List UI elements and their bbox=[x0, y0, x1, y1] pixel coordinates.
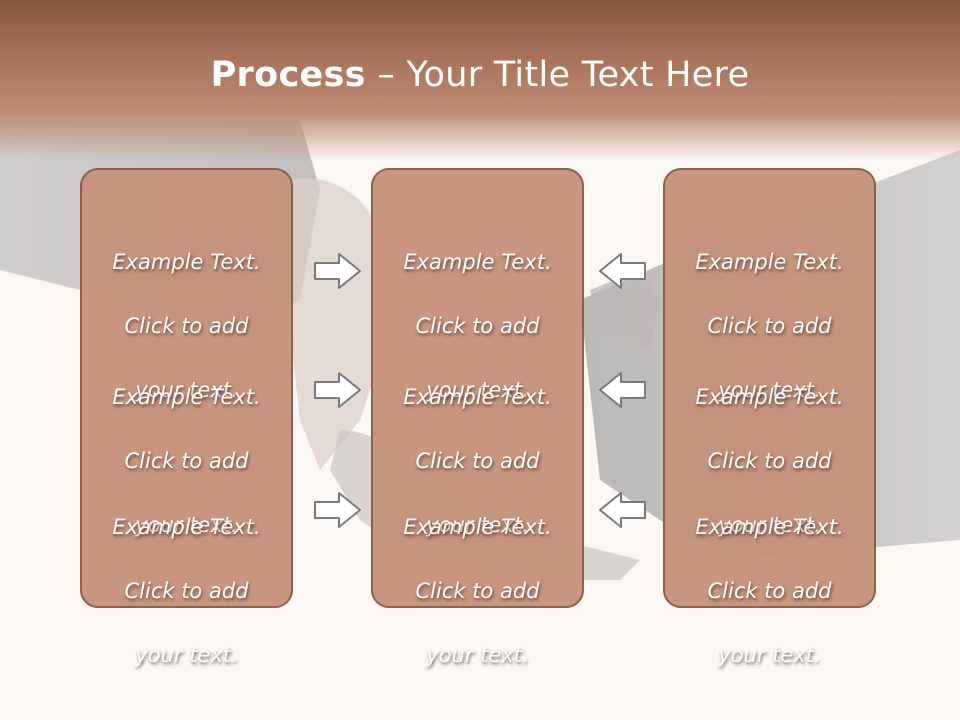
text-placeholder[interactable]: Example Text. Click to add your text. bbox=[665, 214, 874, 438]
text-line: Click to add bbox=[707, 449, 832, 473]
title-bold-part: Process bbox=[210, 55, 366, 95]
text-line: Click to add bbox=[707, 579, 832, 603]
text-line: your text. bbox=[426, 643, 529, 667]
text-line: your text. bbox=[135, 513, 238, 537]
text-line: Click to add bbox=[124, 314, 249, 338]
text-line: Click to add bbox=[707, 314, 832, 338]
title-rest-part: – Your Title Text Here bbox=[365, 55, 750, 95]
right-arrow-icon[interactable] bbox=[313, 370, 363, 410]
right-arrow-icon[interactable] bbox=[313, 251, 363, 291]
text-line: Click to add bbox=[415, 449, 540, 473]
left-arrow-icon[interactable] bbox=[597, 490, 647, 530]
text-line: Example Text. bbox=[695, 515, 844, 539]
left-arrow-icon[interactable] bbox=[597, 251, 647, 291]
text-placeholder[interactable]: Example Text. Click to add your text. bbox=[373, 214, 582, 438]
text-line: Click to add bbox=[124, 579, 249, 603]
right-arrow-icon[interactable] bbox=[313, 490, 363, 530]
process-box-right[interactable]: Example Text. Click to add your text. Ex… bbox=[663, 168, 876, 667]
text-line: Example Text. bbox=[403, 385, 552, 409]
text-line: Example Text. bbox=[403, 515, 552, 539]
title-band bbox=[0, 0, 960, 160]
text-line: your text. bbox=[718, 643, 821, 667]
text-placeholder[interactable]: Example Text. Click to add your text. bbox=[373, 479, 582, 703]
text-line: Example Text. bbox=[112, 515, 261, 539]
text-line: Example Text. bbox=[403, 250, 552, 274]
text-placeholder[interactable]: Example Text. Click to add your text. bbox=[82, 349, 291, 573]
text-placeholder[interactable]: Example Text. Click to add your text. bbox=[82, 214, 291, 438]
text-line: your text. bbox=[718, 378, 821, 402]
text-line: your text. bbox=[426, 513, 529, 537]
text-line: your text. bbox=[135, 378, 238, 402]
process-box-left[interactable]: Example Text. Click to add your text. Ex… bbox=[80, 168, 293, 667]
text-placeholder[interactable]: Example Text. Click to add your text. bbox=[82, 479, 291, 703]
text-line: your text. bbox=[718, 513, 821, 537]
slide-title[interactable]: Process – Your Title Text Here bbox=[0, 52, 960, 98]
text-line: Example Text. bbox=[112, 250, 261, 274]
process-box-center[interactable]: Example Text. Click to add your text. Ex… bbox=[371, 168, 584, 667]
text-placeholder[interactable]: Example Text. Click to add your text. bbox=[665, 479, 874, 703]
text-line: your text. bbox=[135, 643, 238, 667]
text-line: Example Text. bbox=[112, 385, 261, 409]
text-placeholder[interactable]: Example Text. Click to add your text. bbox=[373, 349, 582, 573]
text-line: Example Text. bbox=[695, 385, 844, 409]
text-line: Click to add bbox=[415, 314, 540, 338]
text-line: Click to add bbox=[124, 449, 249, 473]
text-line: Click to add bbox=[415, 579, 540, 603]
text-placeholder[interactable]: Example Text. Click to add your text. bbox=[665, 349, 874, 573]
left-arrow-icon[interactable] bbox=[597, 370, 647, 410]
text-line: Example Text. bbox=[695, 250, 844, 274]
text-line: your text. bbox=[426, 378, 529, 402]
